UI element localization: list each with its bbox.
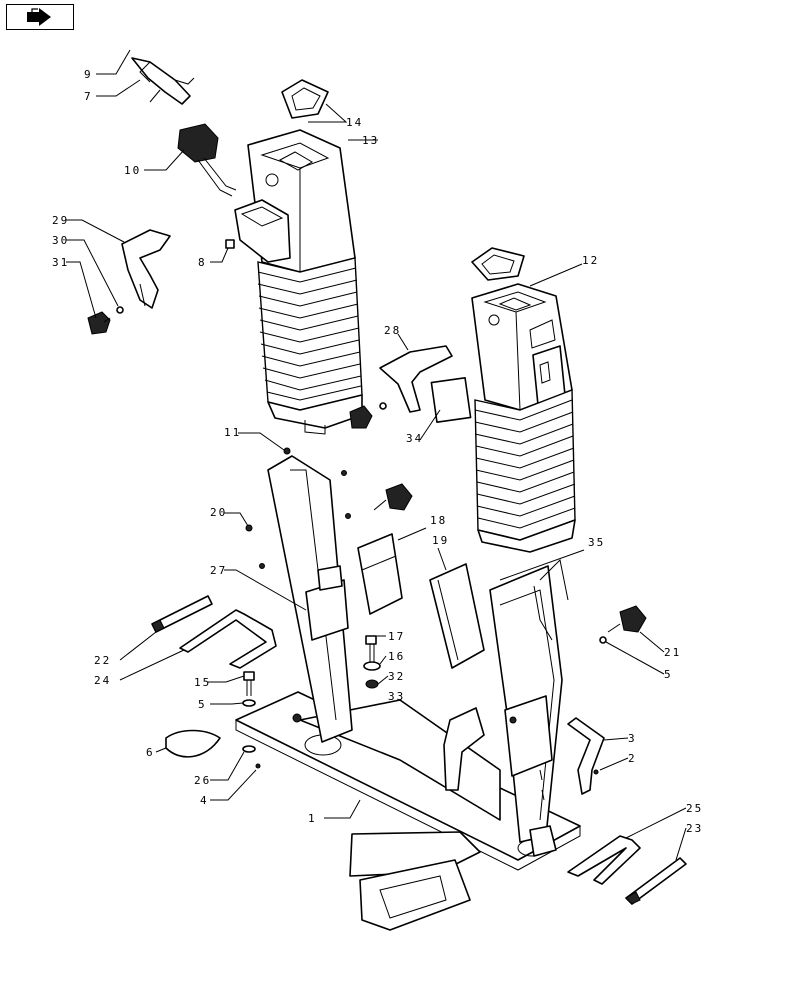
callout-31: 31 xyxy=(52,256,69,269)
callout-24: 24 xyxy=(94,674,111,687)
plate-18 xyxy=(357,533,403,615)
knob-21 xyxy=(607,605,647,633)
callout-2: 2 xyxy=(628,752,637,765)
gasket-14 xyxy=(281,79,329,119)
nut-33 xyxy=(365,679,379,689)
knob-31 xyxy=(87,311,111,335)
right-console-12 xyxy=(471,283,576,553)
callout-21: 21 xyxy=(664,646,681,659)
washer-32 xyxy=(363,661,381,671)
callout-4: 4 xyxy=(200,794,209,807)
callout-25: 25 xyxy=(686,802,703,815)
callout-30: 30 xyxy=(52,234,69,247)
callout-35: 35 xyxy=(588,536,605,549)
clip-8 xyxy=(225,239,235,249)
callout-1: 1 xyxy=(308,812,317,825)
armrest-28 xyxy=(379,345,453,413)
callout-23: 23 xyxy=(686,822,703,835)
callout-10: 10 xyxy=(124,164,141,177)
decal-34 xyxy=(430,377,472,423)
callout-15: 15 xyxy=(194,676,211,689)
washer-5 xyxy=(242,699,256,707)
washer-30 xyxy=(116,306,124,314)
bar-22 xyxy=(151,595,213,633)
switch-10 xyxy=(177,123,237,197)
callout-13: 13 xyxy=(362,134,379,147)
clip-2 xyxy=(593,769,599,775)
armrest-29 xyxy=(121,229,171,309)
next-page-button[interactable] xyxy=(6,4,74,30)
bar-23 xyxy=(625,857,687,905)
callout-20: 20 xyxy=(210,506,227,519)
callout-labels: 9 7 14 13 10 29 30 31 8 12 28 34 11 20 1… xyxy=(52,68,703,835)
washer-5-right xyxy=(599,636,607,644)
hose-3 xyxy=(567,717,605,795)
callout-27: 27 xyxy=(210,564,227,577)
callout-26: 26 xyxy=(194,774,211,787)
leader-lines xyxy=(66,49,687,861)
callout-29: 29 xyxy=(52,214,69,227)
callout-8: 8 xyxy=(198,256,207,269)
bolt-17 xyxy=(365,635,377,662)
left-upright xyxy=(267,455,353,743)
left-console-13 xyxy=(234,129,363,435)
callout-16: 16 xyxy=(388,650,405,663)
knob-left xyxy=(349,402,387,429)
channel-19 xyxy=(429,563,485,669)
callout-5-left: 5 xyxy=(198,698,207,711)
callout-18: 18 xyxy=(430,514,447,527)
callout-7: 7 xyxy=(84,90,93,103)
callout-6: 6 xyxy=(146,746,155,759)
bolt-15 xyxy=(243,671,255,696)
callout-32: 32 xyxy=(388,670,405,683)
right-upright xyxy=(489,558,569,857)
callout-28: 28 xyxy=(384,324,401,337)
forward-arrow-icon xyxy=(27,8,51,26)
bracket-25 xyxy=(567,835,641,885)
callout-9: 9 xyxy=(84,68,93,81)
callout-14: 14 xyxy=(346,116,363,129)
callout-34: 34 xyxy=(406,432,423,445)
washer-26 xyxy=(242,745,256,753)
bracket-24 xyxy=(179,609,277,669)
fasteners xyxy=(245,447,517,724)
callout-12: 12 xyxy=(582,254,599,267)
callout-3: 3 xyxy=(628,732,637,745)
cable-bracket-7 xyxy=(131,57,195,105)
pin-4 xyxy=(255,763,261,769)
callout-5-right: 5 xyxy=(664,668,673,681)
callout-17: 17 xyxy=(388,630,405,643)
callout-33: 33 xyxy=(388,690,405,703)
knob-center xyxy=(373,483,413,511)
callout-22: 22 xyxy=(94,654,111,667)
clamp-6 xyxy=(165,729,221,758)
gasket-12 xyxy=(471,247,525,281)
callout-19: 19 xyxy=(432,534,449,547)
callout-11: 11 xyxy=(224,426,241,439)
